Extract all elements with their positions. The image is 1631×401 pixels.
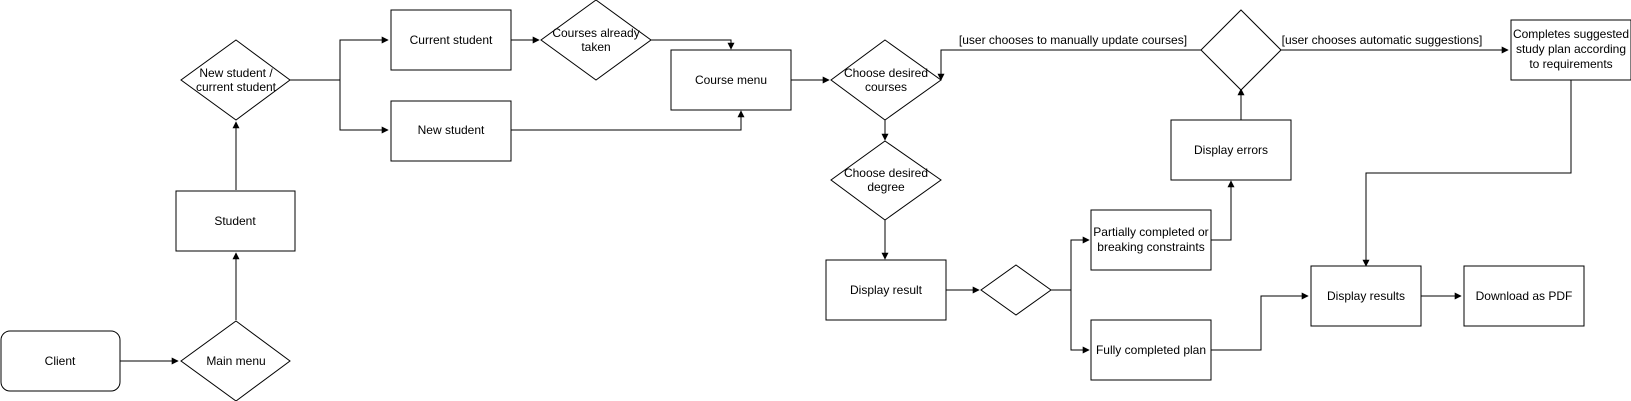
new-or-current-label-line2: current student: [196, 80, 277, 94]
fully-completed-label: Fully completed plan: [1096, 343, 1206, 357]
main-menu-label: Main menu: [206, 354, 265, 368]
display-results-label: Display results: [1327, 289, 1405, 303]
node-partially-completed: Partially completed or breaking constrai…: [1090, 209, 1212, 271]
partially-completed-label-line2: breaking constraints: [1097, 240, 1204, 254]
node-main-menu: Main menu: [180, 320, 291, 401]
new-or-current-label-line1: New student /: [199, 66, 273, 80]
current-student-label: Current student: [410, 33, 493, 47]
courses-taken-shape: [540, 0, 652, 81]
edge-decision-to-fully-completed: [1070, 290, 1090, 354]
new-student-shape: [390, 100, 512, 162]
edge-label-automatic-suggestions: [user chooses automatic suggestions]: [1282, 33, 1483, 47]
client-label: Client: [45, 354, 76, 368]
node-display-errors: Display errors: [1170, 119, 1292, 181]
courses-taken-label-line1: Courses already: [552, 26, 639, 40]
download-pdf-label: Download as PDF: [1476, 289, 1573, 303]
fully-completed-shape: [1090, 319, 1212, 381]
edge-decision-to-current-student: [290, 36, 389, 81]
edges: [120, 36, 1572, 365]
completes-suggested-label-line3: to requirements: [1529, 57, 1612, 71]
completes-suggested-label-line2: study plan according: [1516, 42, 1626, 56]
node-student: Student: [175, 190, 296, 252]
edge-decision-to-partially-completed: [1051, 236, 1090, 291]
choose-degree-label-line2: degree: [867, 180, 905, 194]
courses-taken-label-line2: taken: [581, 40, 610, 54]
course-menu-shape: [670, 49, 792, 111]
completes-suggested-shape: [1510, 19, 1631, 81]
new-student-label: New student: [418, 123, 485, 137]
course-menu-label: Course menu: [695, 73, 767, 87]
node-courses-taken: Courses already taken: [540, 0, 652, 81]
display-results-shape: [1310, 265, 1422, 327]
node-fully-completed: Fully completed plan: [1090, 319, 1212, 381]
result-decision-shape: [980, 264, 1052, 316]
node-result-decision: [980, 264, 1052, 316]
node-new-or-current-decision: New student / current student: [180, 39, 291, 121]
node-completes-suggested: Completes suggested study plan according…: [1510, 19, 1631, 81]
client-shape: [0, 330, 121, 392]
choose-degree-label-line1: Choose desired: [844, 166, 928, 180]
edge-fully-completed-to-display-results: [1211, 292, 1309, 351]
node-new-student: New student: [390, 100, 512, 162]
node-course-menu: Course menu: [670, 49, 792, 111]
node-choose-courses: Choose desired courses: [830, 39, 942, 121]
download-pdf-shape: [1463, 265, 1585, 327]
display-result-label: Display result: [850, 283, 923, 297]
choose-courses-label-line1: Choose desired: [844, 66, 928, 80]
node-choose-degree: Choose desired degree: [830, 140, 942, 221]
student-shape: [175, 190, 296, 252]
node-client: Client: [0, 330, 121, 392]
user-choice-decision-shape: [1200, 9, 1282, 91]
edge-label-manual-update: [user chooses to manually update courses…: [959, 33, 1187, 47]
partially-completed-shape: [1090, 209, 1212, 271]
node-download-pdf: Download as PDF: [1463, 265, 1585, 327]
current-student-shape: [390, 9, 512, 71]
display-errors-label: Display errors: [1194, 143, 1268, 157]
display-errors-shape: [1170, 119, 1292, 181]
edge-user-decision-to-choose-courses: [937, 49, 1201, 81]
choose-degree-shape: [830, 140, 942, 221]
edge-courses-taken-to-course-menu: [651, 39, 735, 50]
choose-courses-shape: [830, 39, 942, 121]
node-user-choice-decision: [1200, 9, 1282, 91]
node-display-results: Display results: [1310, 265, 1422, 327]
main-menu-shape: [180, 320, 291, 401]
edge-completes-suggested-to-display-results: [1362, 80, 1572, 267]
node-display-result: Display result: [825, 259, 947, 321]
display-result-shape: [825, 259, 947, 321]
new-or-current-shape: [180, 39, 291, 121]
partially-completed-label-line1: Partially completed or: [1093, 225, 1208, 239]
edge-new-student-to-course-menu: [511, 110, 745, 131]
node-current-student: Current student: [390, 9, 512, 71]
student-label: Student: [214, 214, 256, 228]
edge-decision-to-new-student: [339, 80, 389, 134]
completes-suggested-label-line1: Completes suggested: [1513, 27, 1629, 41]
choose-courses-label-line2: courses: [865, 80, 907, 94]
edge-partially-to-display-errors: [1211, 180, 1235, 241]
